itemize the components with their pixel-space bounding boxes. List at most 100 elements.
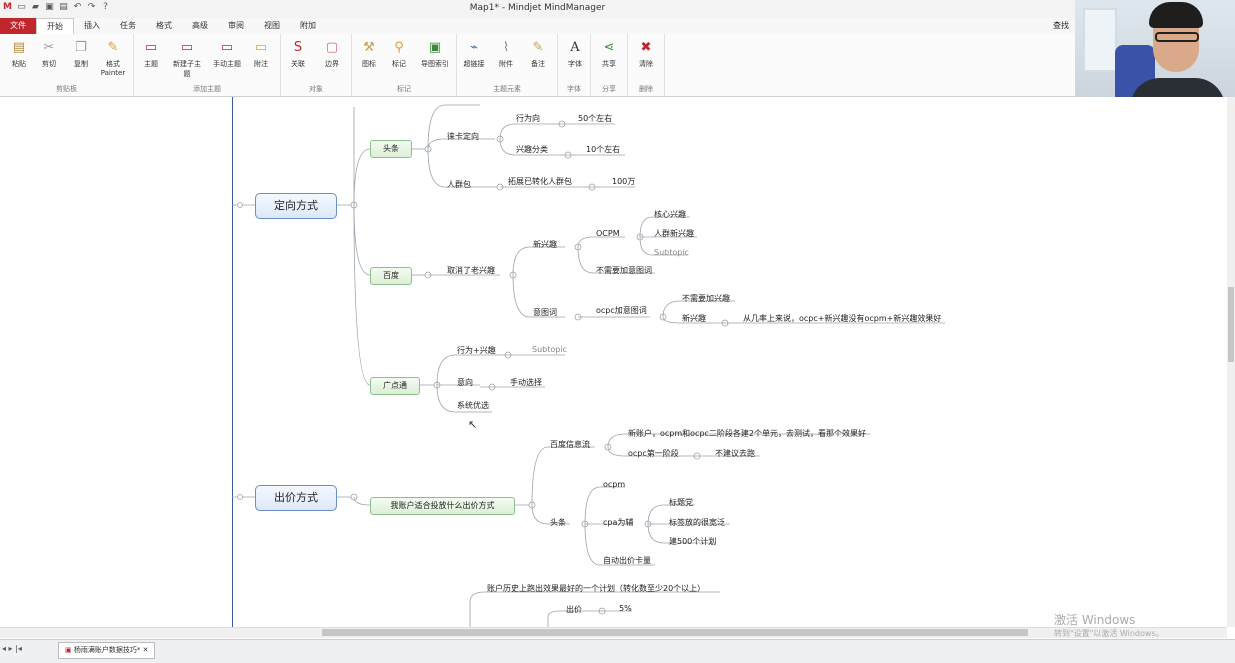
map-index-button[interactable]: ▣导图索引 — [421, 40, 449, 68]
topic-behavior-interest[interactable]: 行为+兴趣 — [457, 346, 496, 355]
topic-ocpc-intent[interactable]: ocpc加意图词 — [596, 306, 647, 315]
map-canvas[interactable]: 定向方式 头条 徕卡定向 行为向 50个左右 兴趣分类 10个左右 人群包 拓展… — [0, 97, 1227, 627]
topic-audience-size[interactable]: 100万 — [612, 177, 636, 186]
topic-no-interest[interactable]: 不需要加兴趣 — [682, 294, 730, 303]
tab-task[interactable]: 任务 — [120, 21, 136, 30]
topic-baidu[interactable]: 百度 — [370, 267, 412, 285]
topic-expand-audience[interactable]: 拓展已转化人群包 — [508, 177, 572, 186]
group-add-topic: ▭主题 ▭新建子主题 ▭手动主题 ▭附注 添加主题 — [134, 34, 281, 96]
topic-title-party[interactable]: 标题党 — [669, 498, 693, 507]
topic-behavior[interactable]: 行为向 — [516, 114, 540, 123]
floating-topic-button[interactable]: ▭手动主题 — [213, 40, 241, 68]
callout-button[interactable]: ▭附注 — [254, 40, 268, 68]
undo-icon[interactable]: ↶ — [73, 2, 82, 12]
tab-review[interactable]: 审阅 — [228, 21, 244, 30]
topic-button[interactable]: ▭主题 — [144, 40, 158, 68]
topic-subtopic-placeholder[interactable]: Subtopic — [654, 248, 689, 257]
attachment-button[interactable]: ⌇附件 — [499, 40, 513, 68]
topic-bidding[interactable]: 出价方式 — [255, 485, 337, 511]
topic-ocpm[interactable]: OCPM — [596, 229, 620, 238]
print-icon[interactable]: ▤ — [59, 2, 68, 12]
document-tab[interactable]: ▣ 杨雨满账户数据技巧* ✕ — [58, 642, 156, 659]
topic-interest-category[interactable]: 兴趣分类 — [516, 145, 548, 154]
topic-toutiao-2[interactable]: 头条 — [550, 518, 566, 527]
topic-system-select[interactable]: 系统优选 — [457, 401, 489, 410]
icons-button[interactable]: ⚒图标 — [362, 40, 376, 68]
tab-home[interactable]: 开始 — [36, 18, 74, 35]
help-icon[interactable]: ? — [103, 2, 108, 12]
topic-history[interactable]: 账户历史上跑出效果最好的一个计划（转化数至少20个以上） — [487, 584, 706, 593]
topic-intent[interactable]: 意向 — [457, 378, 473, 387]
tags-button[interactable]: ⚲标记 — [392, 40, 406, 68]
group-topic-elements: ⌁超链接 ⌇附件 ✎备注 主题元素 — [457, 34, 558, 96]
title-bar: M ▭ ▰ ▣ ▤ ↶ ↷ ? Map1* - Mindjet MindMana… — [0, 0, 1075, 19]
topic-crowd-new-interest[interactable]: 人群新兴趣 — [654, 229, 694, 238]
topic-targeting[interactable]: 定向方式 — [255, 193, 337, 219]
tab-format[interactable]: 格式 — [156, 21, 172, 30]
topic-bid[interactable]: 出价 — [566, 605, 582, 614]
ribbon-tabs: 文件 开始 插入 任务 格式 高级 审阅 视图 附加 查找 — [0, 18, 1075, 35]
topic-build-500[interactable]: 建500个计划 — [669, 537, 717, 546]
topic-icon: ▭ — [144, 40, 158, 55]
status-bar: ◂ ▸ |◂ ▣ 杨雨满账户数据技巧* ✕ — [0, 639, 1235, 663]
tab-advanced[interactable]: 高级 — [192, 21, 208, 30]
topic-new-account[interactable]: 新账户，ocpm和ocpc二阶段各建2个单元，去测试，看那个效果好 — [628, 429, 867, 438]
tab-file[interactable]: 文件 — [0, 18, 36, 34]
subtopic-button[interactable]: ▭新建子主题 — [173, 40, 201, 78]
copy-icon: ❐ — [75, 40, 87, 55]
paste-button[interactable]: ▤粘贴 — [12, 40, 26, 68]
topic-not-recommend[interactable]: 不建议去跑 — [715, 449, 755, 458]
share-button[interactable]: ⋖共享 — [602, 40, 616, 68]
tab-addins[interactable]: 附加 — [300, 21, 316, 30]
webcam-window — [1083, 8, 1117, 72]
topic-toutiao[interactable]: 头条 — [370, 140, 412, 158]
vertical-scrollbar[interactable] — [1227, 97, 1235, 627]
close-icon[interactable]: ✕ — [142, 646, 149, 654]
topic-baidu-feed[interactable]: 百度信息流 — [550, 440, 590, 449]
save-icon[interactable]: ▣ — [45, 2, 54, 12]
topic-gdt[interactable]: 广点通 — [370, 377, 420, 395]
mouse-cursor-icon: ↖ — [468, 418, 478, 431]
delete-button[interactable]: ✖清除 — [639, 40, 653, 68]
tab-nav-arrows-icon[interactable]: ◂ ▸ |◂ — [2, 644, 22, 653]
tab-insert[interactable]: 插入 — [84, 21, 100, 30]
topic-cpa[interactable]: cpa为辅 — [603, 518, 634, 527]
topic-ocpm-2[interactable]: ocpm — [603, 480, 626, 489]
topic-auto-bid[interactable]: 自动出价卡量 — [603, 556, 651, 565]
redo-icon[interactable]: ↷ — [87, 2, 96, 12]
topic-core-interest[interactable]: 核心兴趣 — [654, 210, 686, 219]
horizontal-scroll-thumb[interactable] — [322, 629, 1028, 636]
search-label[interactable]: 查找 — [1053, 21, 1069, 30]
topic-probability-note[interactable]: 从几率上来说，ocpc+新兴趣没有ocpm+新兴趣效果好 — [743, 314, 942, 323]
new-file-icon[interactable]: ▭ — [17, 2, 26, 12]
topic-intent-word[interactable]: 意图词 — [533, 308, 557, 317]
boundary-button[interactable]: ▢边界 — [325, 40, 339, 68]
topic-audience[interactable]: 人群包 — [447, 180, 471, 189]
cut-button[interactable]: ✂剪切 — [42, 40, 56, 68]
hyperlink-button[interactable]: ⌁超链接 — [463, 40, 485, 68]
topic-behavior-count[interactable]: 50个左右 — [578, 114, 613, 123]
topic-cancel-old-interest[interactable]: 取消了老兴趣 — [447, 266, 495, 275]
notes-button[interactable]: ✎备注 — [531, 40, 545, 68]
topic-manual-select[interactable]: 手动选择 — [510, 378, 542, 387]
topic-new-interest[interactable]: 新兴趣 — [533, 240, 557, 249]
topic-no-intent-word[interactable]: 不需要加意图词 — [596, 266, 652, 275]
open-folder-icon[interactable]: ▰ — [32, 2, 39, 12]
map-index-icon: ▣ — [428, 40, 442, 55]
copy-button[interactable]: ❐复制 — [74, 40, 88, 68]
tab-view[interactable]: 视图 — [264, 21, 280, 30]
topic-broad-tag[interactable]: 标签放的很宽泛 — [669, 518, 725, 527]
topic-new-interest-2[interactable]: 新兴趣 — [682, 314, 706, 323]
topic-which-bid[interactable]: 我账户适合投放什么出价方式 — [370, 497, 515, 515]
topic-interest-count[interactable]: 10个左右 — [586, 145, 621, 154]
vertical-scroll-thumb[interactable] — [1228, 287, 1234, 362]
topic-card-targeting[interactable]: 徕卡定向 — [447, 132, 479, 141]
topic-subtopic-placeholder-2[interactable]: Subtopic — [532, 345, 567, 354]
group-markers: ⚒图标 ⚲标记 ▣导图索引 标记 — [352, 34, 457, 96]
topic-bid-percent[interactable]: 5% — [619, 604, 632, 613]
topic-ocpc-stage1[interactable]: ocpc第一阶段 — [628, 449, 679, 458]
